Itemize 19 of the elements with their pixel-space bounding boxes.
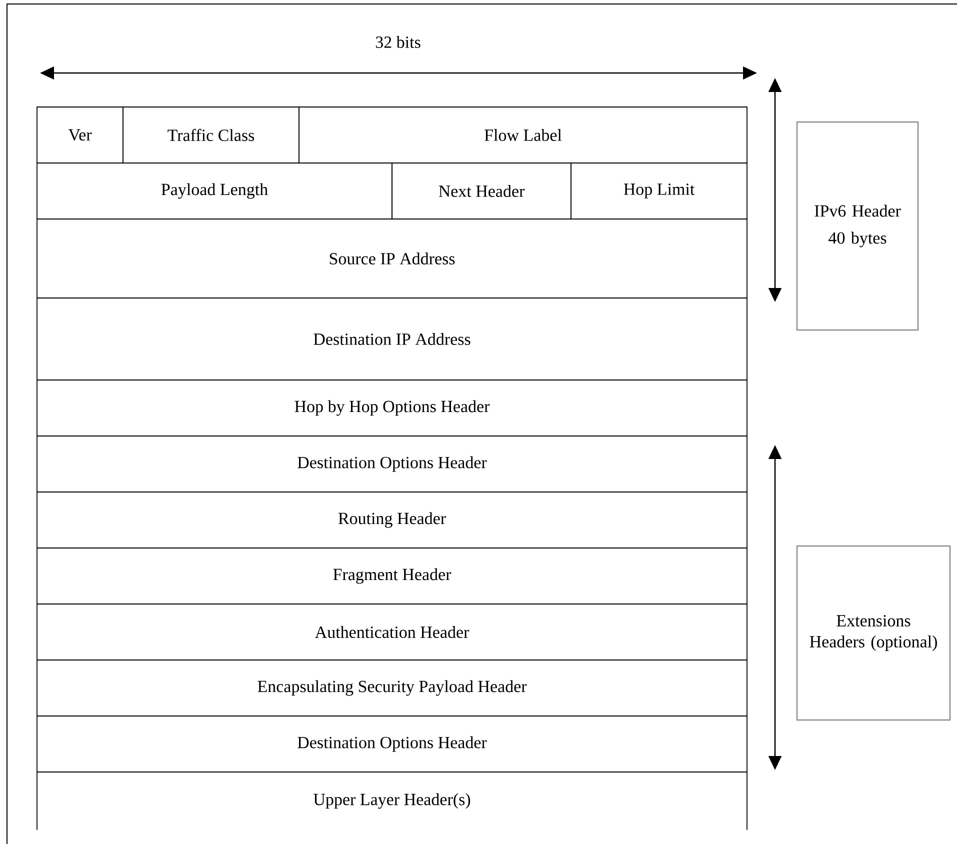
- header-field-cell: Fragment Header: [36, 548, 748, 604]
- header-field-cell: Encapsulating Security Payload Header: [36, 660, 748, 716]
- header-field-cell: Source IP Address: [36, 218, 748, 298]
- dimension-label: 32 bits: [376, 36, 420, 48]
- header-field-cell: Routing Header: [36, 492, 748, 548]
- bracket-label-box: Extensions Headers (optional): [796, 545, 951, 721]
- header-field-cell: Hop Limit: [570, 162, 748, 220]
- header-field-cell: Hop by Hop Options Header: [36, 380, 748, 436]
- header-field-cell: Next Header: [392, 162, 572, 220]
- bracket-label-box: IPv6 Header 40 bytes: [796, 121, 919, 331]
- header-field-cell: Destination Options Header: [36, 436, 748, 492]
- header-field-cell: Authentication Header: [36, 604, 748, 660]
- header-field-cell: Traffic Class: [122, 106, 300, 164]
- header-field-cell: Ver: [36, 106, 124, 164]
- header-field-cell: Upper Layer Header(s): [36, 772, 748, 830]
- header-field-cell: Flow Label: [298, 106, 748, 164]
- header-field-cell: Payload Length: [36, 162, 392, 220]
- header-field-cell: Destination IP Address: [36, 298, 748, 380]
- header-field-cell: Destination Options Header: [36, 716, 748, 772]
